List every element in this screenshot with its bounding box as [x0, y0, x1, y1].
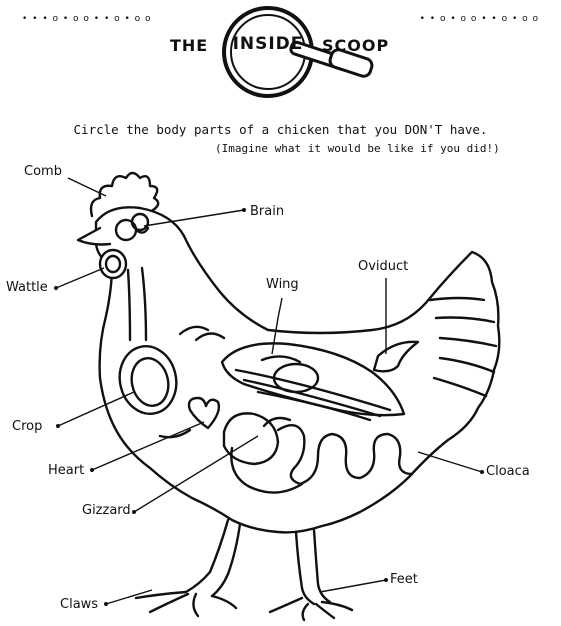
label-heart: Heart	[48, 463, 85, 478]
leader-claws	[105, 589, 153, 605]
label-feet: Feet	[390, 572, 418, 587]
wattle-shape	[98, 248, 128, 280]
title-the: THE	[170, 36, 209, 55]
comb-shape	[89, 171, 160, 218]
title-scoop: SCOOP	[322, 36, 390, 55]
claws-shape	[134, 590, 238, 618]
heart-shape	[187, 396, 221, 430]
title-inside: INSIDE	[232, 34, 304, 54]
leader-comb	[67, 177, 107, 197]
crop-shape	[118, 345, 178, 415]
label-comb: Comb	[24, 164, 62, 179]
label-cloaca: Cloaca	[486, 464, 530, 479]
leader-feet	[319, 579, 387, 593]
label-crop: Crop	[12, 419, 43, 434]
leader-heart	[91, 421, 205, 471]
wing-shape	[220, 342, 406, 417]
intestines-shape	[276, 424, 414, 486]
instruction-line-2: (Imagine what it would be like if you di…	[215, 142, 500, 155]
decorative-dots-left: • • • o • o o • • o • o o	[22, 14, 152, 24]
leg-right	[294, 528, 332, 606]
instruction-line-1: Circle the body parts of a chicken that …	[73, 122, 488, 137]
oviduct-shape	[372, 340, 420, 373]
label-wattle: Wattle	[6, 280, 48, 295]
leg-left	[184, 518, 242, 598]
leader-crop	[57, 391, 135, 427]
beak-shape	[76, 226, 112, 246]
leader-cloaca	[417, 451, 483, 473]
leader-wing	[271, 297, 283, 355]
label-brain: Brain	[250, 204, 285, 219]
leader-gizzard	[133, 435, 259, 513]
decorative-dots-right: • • o • o o • • o • o o	[419, 14, 539, 24]
label-gizzard: Gizzard	[82, 503, 131, 518]
magnifying-glass-icon	[222, 6, 374, 98]
label-claws: Claws	[60, 597, 99, 612]
label-wing: Wing	[266, 277, 299, 292]
label-oviduct: Oviduct	[358, 259, 409, 274]
leader-brain	[143, 209, 245, 227]
leader-wattle	[55, 267, 105, 289]
